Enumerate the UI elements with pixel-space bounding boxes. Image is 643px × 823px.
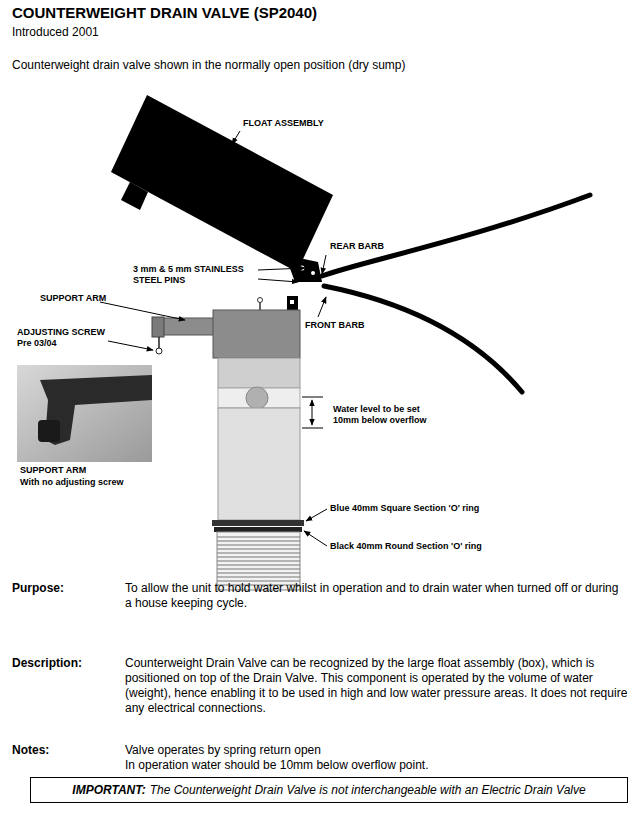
drain-valve-body [290, 300, 294, 304]
notice-heading: IMPORTANT: [72, 783, 145, 797]
float-assembly [111, 95, 333, 282]
page-title: COUNTERWEIGHT DRAIN VALVE (SP2040) [12, 4, 317, 22]
drain-valve-body [217, 537, 300, 585]
leader-lines [312, 400, 313, 425]
part-label: FLOAT ASSEMBLY [243, 118, 324, 129]
leader-lines [258, 279, 298, 282]
notice-text: The Counterweight Drain Valve is not int… [150, 783, 586, 797]
section-heading: Purpose: [12, 581, 64, 596]
drain-valve-body [217, 557, 300, 558]
hoses [322, 195, 590, 392]
section-body: Valve operates by spring return open [125, 743, 321, 758]
part-label: ADJUSTING SCREW [17, 327, 105, 338]
section-heading: Notes: [12, 743, 49, 758]
section-body: Counterweight Drain Valve can be recogni… [125, 656, 628, 716]
drain-valve-body [217, 565, 300, 566]
leader-lines [108, 341, 153, 350]
part-label: Blue 40mm Square Section 'O' ring [330, 503, 479, 514]
leader-lines [100, 131, 327, 546]
drain-valve-body [152, 296, 304, 590]
leader-lines [232, 131, 240, 144]
part-label: FRONT BARB [305, 320, 365, 331]
section-heading: Description: [12, 656, 82, 671]
drain-valve-body [287, 296, 298, 311]
float-assembly [121, 182, 148, 210]
drain-valve-body [217, 549, 300, 550]
leader-lines [258, 268, 305, 270]
section-body: To allow the unit to hold water whilst i… [125, 581, 628, 611]
part-label: Black 40mm Round Section 'O' ring [330, 541, 482, 552]
drain-valve-body [217, 553, 300, 554]
drain-valve-body [258, 298, 263, 303]
section-body: In operation water should be 10mm below … [125, 758, 429, 773]
drain-valve-body [158, 337, 160, 349]
leader-lines [322, 255, 326, 274]
leader-lines [302, 428, 323, 429]
leader-lines [304, 531, 327, 546]
drain-valve-body [213, 310, 300, 358]
drain-valve-body [214, 527, 302, 532]
drain-valve-body [217, 561, 300, 562]
drain-valve-body [217, 573, 300, 574]
drain-valve-body [212, 520, 304, 526]
part-label: REAR BARB [330, 241, 384, 252]
part-label: SUPPORT ARM [40, 293, 106, 304]
drain-valve-body [152, 317, 164, 337]
hoses [322, 195, 590, 276]
drain-valve-body [217, 577, 300, 578]
photo-label: SUPPORT ARM [20, 465, 86, 476]
leader-lines [318, 297, 326, 317]
leader-lines [302, 397, 323, 398]
drain-valve-body [218, 358, 300, 388]
float-assembly [111, 95, 333, 272]
part-label: 3 mm & 5 mm STAINLESS STEEL PINS [133, 264, 255, 286]
support-arm-photo [17, 365, 152, 462]
drain-valve-body [217, 569, 300, 570]
caption-line: Counterweight drain valve shown in the n… [12, 58, 406, 73]
leader-lines [306, 509, 327, 521]
drain-valve-body [246, 387, 268, 409]
drain-valve-body [217, 541, 300, 542]
hoses [324, 286, 522, 392]
drain-valve-body [217, 537, 300, 538]
intro-date: Introduced 2001 [12, 25, 99, 40]
drain-valve-body [156, 348, 162, 354]
float-assembly [311, 271, 315, 275]
leader-lines [100, 302, 185, 320]
dimension-note: Water level to be set 10mm below overflo… [333, 404, 445, 426]
support-arm-photo [38, 420, 60, 442]
support-arm-photo [17, 365, 152, 462]
part-label: Pre 03/04 [17, 338, 57, 349]
drain-valve-body [218, 388, 300, 408]
drain-valve-body [217, 545, 300, 546]
drain-valve-body [218, 408, 300, 520]
notice-box: IMPORTANT: The Counterweight Drain Valve … [30, 777, 628, 803]
photo-label: With no adjusting screw [20, 477, 123, 488]
